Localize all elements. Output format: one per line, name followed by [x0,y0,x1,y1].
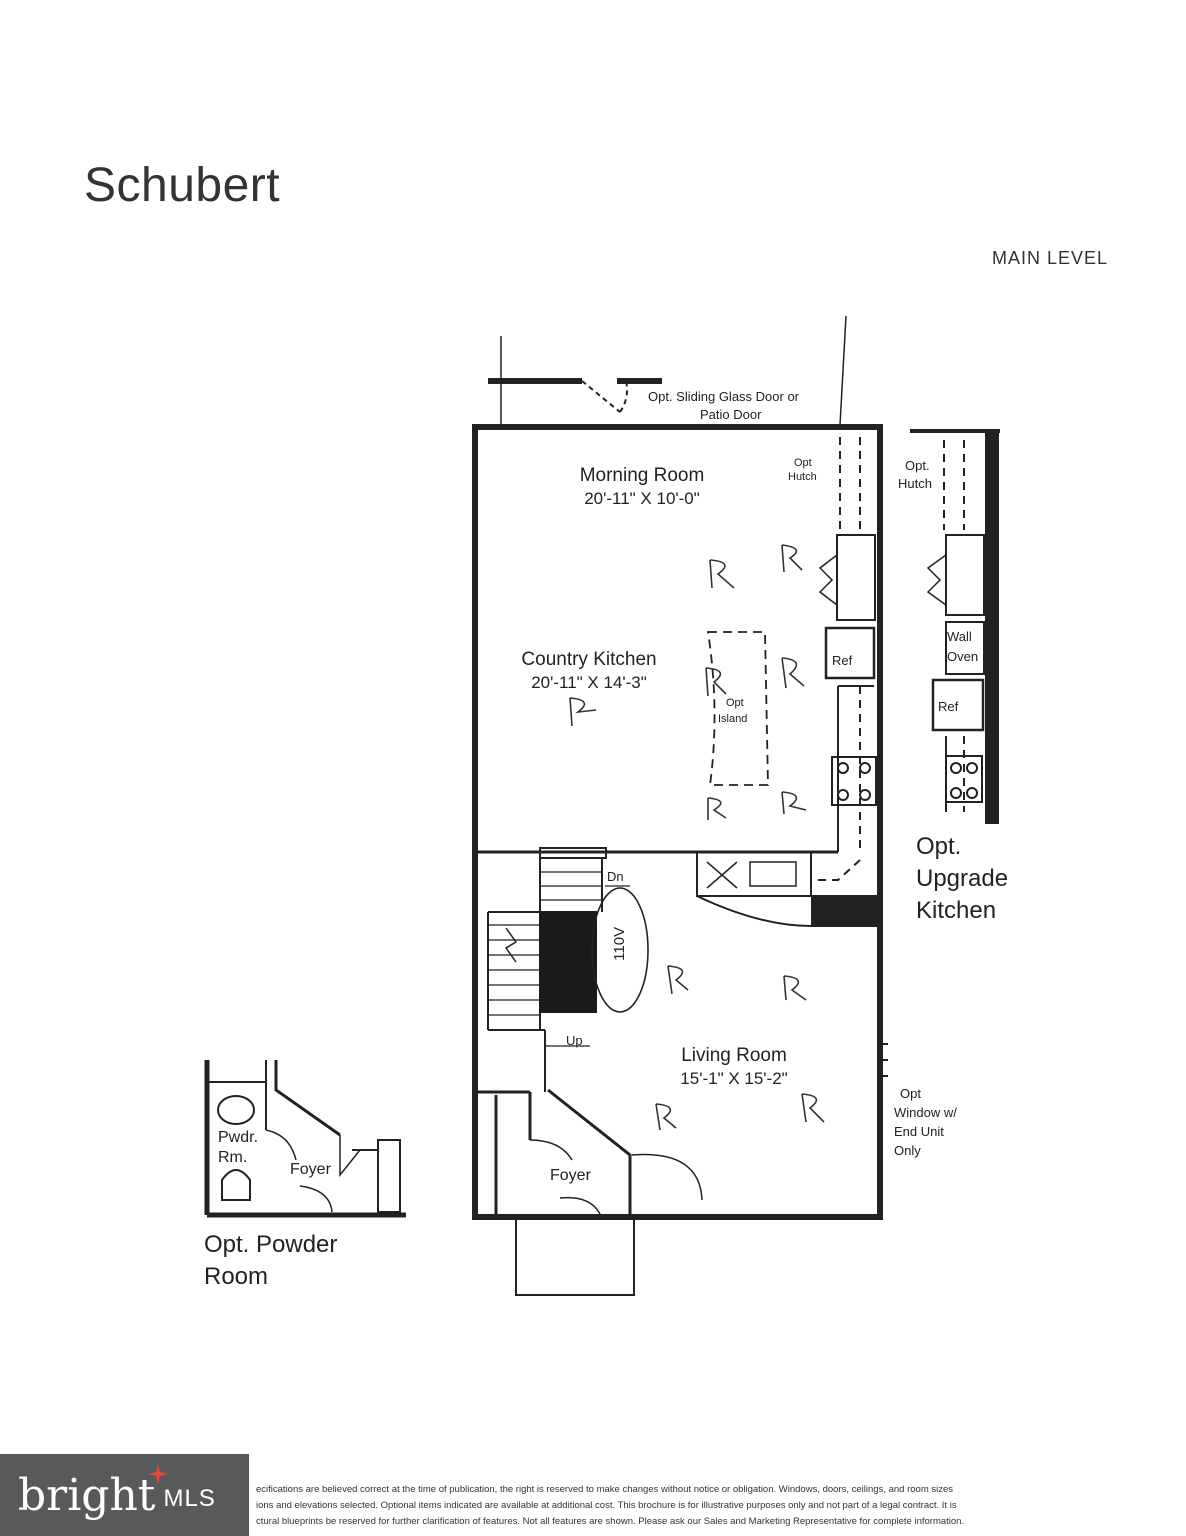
wall-oven-label-1: Wall [947,629,972,644]
handwritten-110v: 110V [611,926,629,961]
refrigerator-label: Ref [832,653,853,668]
window-note-4: Only [894,1143,921,1158]
island-label-1: Opt [726,697,744,709]
hutch-label-1: Opt [794,457,812,469]
country-kitchen-dims: 20'-11" X 14'-3" [531,673,647,692]
country-kitchen-name: Country Kitchen [521,649,657,670]
upgrade-kitchen-label-1: Opt. [916,833,962,860]
powder-room-label-2: Rm. [218,1149,248,1166]
sliding-door-label: Opt. Sliding Glass Door or [648,389,800,404]
island-label-2: Island [718,713,748,725]
window-note-2: Window w/ [894,1105,957,1120]
stairs-down-label: Dn [607,869,624,884]
upgrade-hutch-label-1: Opt. [905,458,930,473]
plan-title: Schubert [84,159,281,212]
logo-spark-icon [148,1464,168,1484]
opt-powder-room-label-2: Room [204,1263,269,1290]
powder-room-label-1: Pwdr. [218,1129,259,1146]
disclaimer-line-3: ctural blueprints be reserved for furthe… [256,1516,965,1527]
upgrade-hutch-label-2: Hutch [898,476,932,491]
morning-room-dims: 20'-11" X 10'-0" [584,489,700,508]
logo-suffix: MLS [163,1485,216,1512]
foyer-label: Foyer [550,1167,591,1184]
upgrade-kitchen-label-2: Upgrade [916,865,1009,892]
logo-word: bright [18,1469,156,1521]
living-room-name: Living Room [681,1045,787,1066]
disclaimer-line-2: ions and elevations selected. Optional i… [256,1500,957,1511]
upgrade-kitchen-label-3: Kitchen [916,897,997,924]
living-room-dims: 15'-1" X 15'-2" [680,1069,788,1088]
opt-powder-room-label-1: Opt. Powder [204,1231,338,1258]
wall-oven-label-2: Oven [947,649,979,664]
disclaimer: ecifications are believed correct at the… [256,1482,1156,1530]
hutch-label-2: Hutch [788,471,817,483]
stairs-up-label: Up [566,1033,583,1048]
upgrade-ref-label: Ref [938,699,959,714]
bright-mls-logo: bright MLS [0,1454,249,1536]
morning-room-name: Morning Room [579,465,705,486]
disclaimer-line-1: ecifications are believed correct at the… [256,1484,954,1495]
window-note-3: End Unit [894,1124,944,1139]
powder-foyer-label: Foyer [290,1161,331,1178]
level-label: MAIN LEVEL [992,248,1109,268]
patio-door-label: Patio Door [700,407,762,422]
window-note-1: Opt [900,1086,921,1101]
